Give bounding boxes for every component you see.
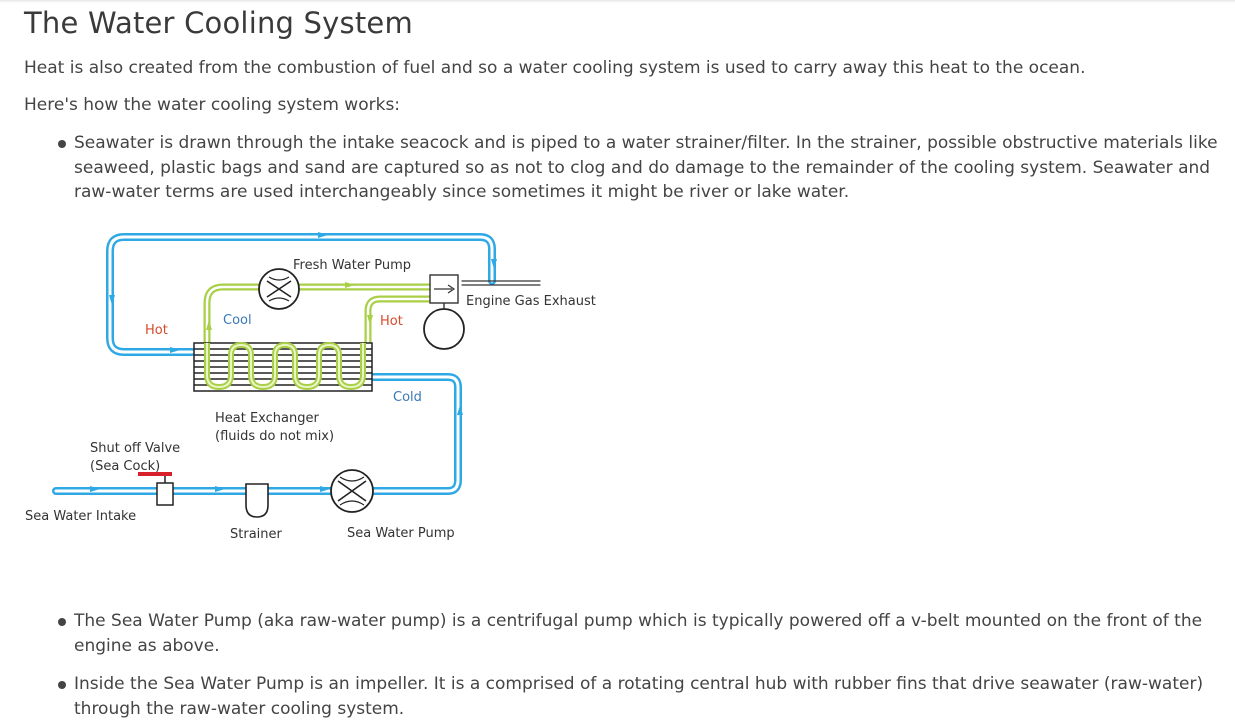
list-item: Seawater is drawn through the intake sea… [0, 131, 1219, 205]
list-item: Inside the Sea Water Pump is an impeller… [0, 672, 1219, 721]
engine-gas-exhaust-label: Engine Gas Exhaust [466, 294, 596, 309]
heat-exchanger [193, 341, 373, 392]
hot-right-label: Hot [380, 314, 403, 329]
sea-cock-label: (Sea Cock) [90, 459, 160, 474]
sea-water-flow-arrows [90, 232, 497, 492]
intro-paragraph: Heat is also created from the combustion… [24, 58, 1086, 78]
strainer-icon [245, 483, 269, 518]
engine-icon [423, 274, 465, 350]
sea-water-pump-icon [330, 469, 374, 513]
shutoff-valve-label: Shut off Valve [90, 441, 180, 456]
bullet-list-bottom: The Sea Water Pump (aka raw-water pump) … [0, 609, 1219, 721]
page-title: The Water Cooling System [24, 6, 413, 40]
fresh-water-pump-label: Fresh Water Pump [293, 258, 411, 273]
bullet-list-top: Seawater is drawn through the intake sea… [0, 131, 1219, 205]
cool-label: Cool [223, 313, 252, 328]
fresh-water-flow-arrows [206, 282, 373, 330]
how-it-works-intro: Here's how the water cooling system work… [24, 95, 401, 115]
sea-water-pipes [52, 233, 541, 495]
fluids-note-label: (fluids do not mix) [215, 429, 334, 444]
shutoff-valve-icon [138, 472, 174, 506]
hot-left-label: Hot [145, 323, 168, 338]
strainer-label: Strainer [230, 527, 283, 542]
list-item: The Sea Water Pump (aka raw-water pump) … [0, 609, 1219, 658]
top-shadow [0, 0, 1235, 3]
heat-exchanger-label: Heat Exchanger [215, 411, 319, 426]
sea-water-intake-label: Sea Water Intake [25, 509, 136, 524]
fresh-water-pipes [203, 283, 434, 347]
fresh-water-pump-icon [258, 268, 300, 310]
sea-water-pump-label: Sea Water Pump [347, 526, 455, 541]
cooling-system-diagram: Fresh Water Pump Engine Gas Exhaust Hot … [25, 232, 596, 542]
cold-label: Cold [393, 390, 422, 405]
